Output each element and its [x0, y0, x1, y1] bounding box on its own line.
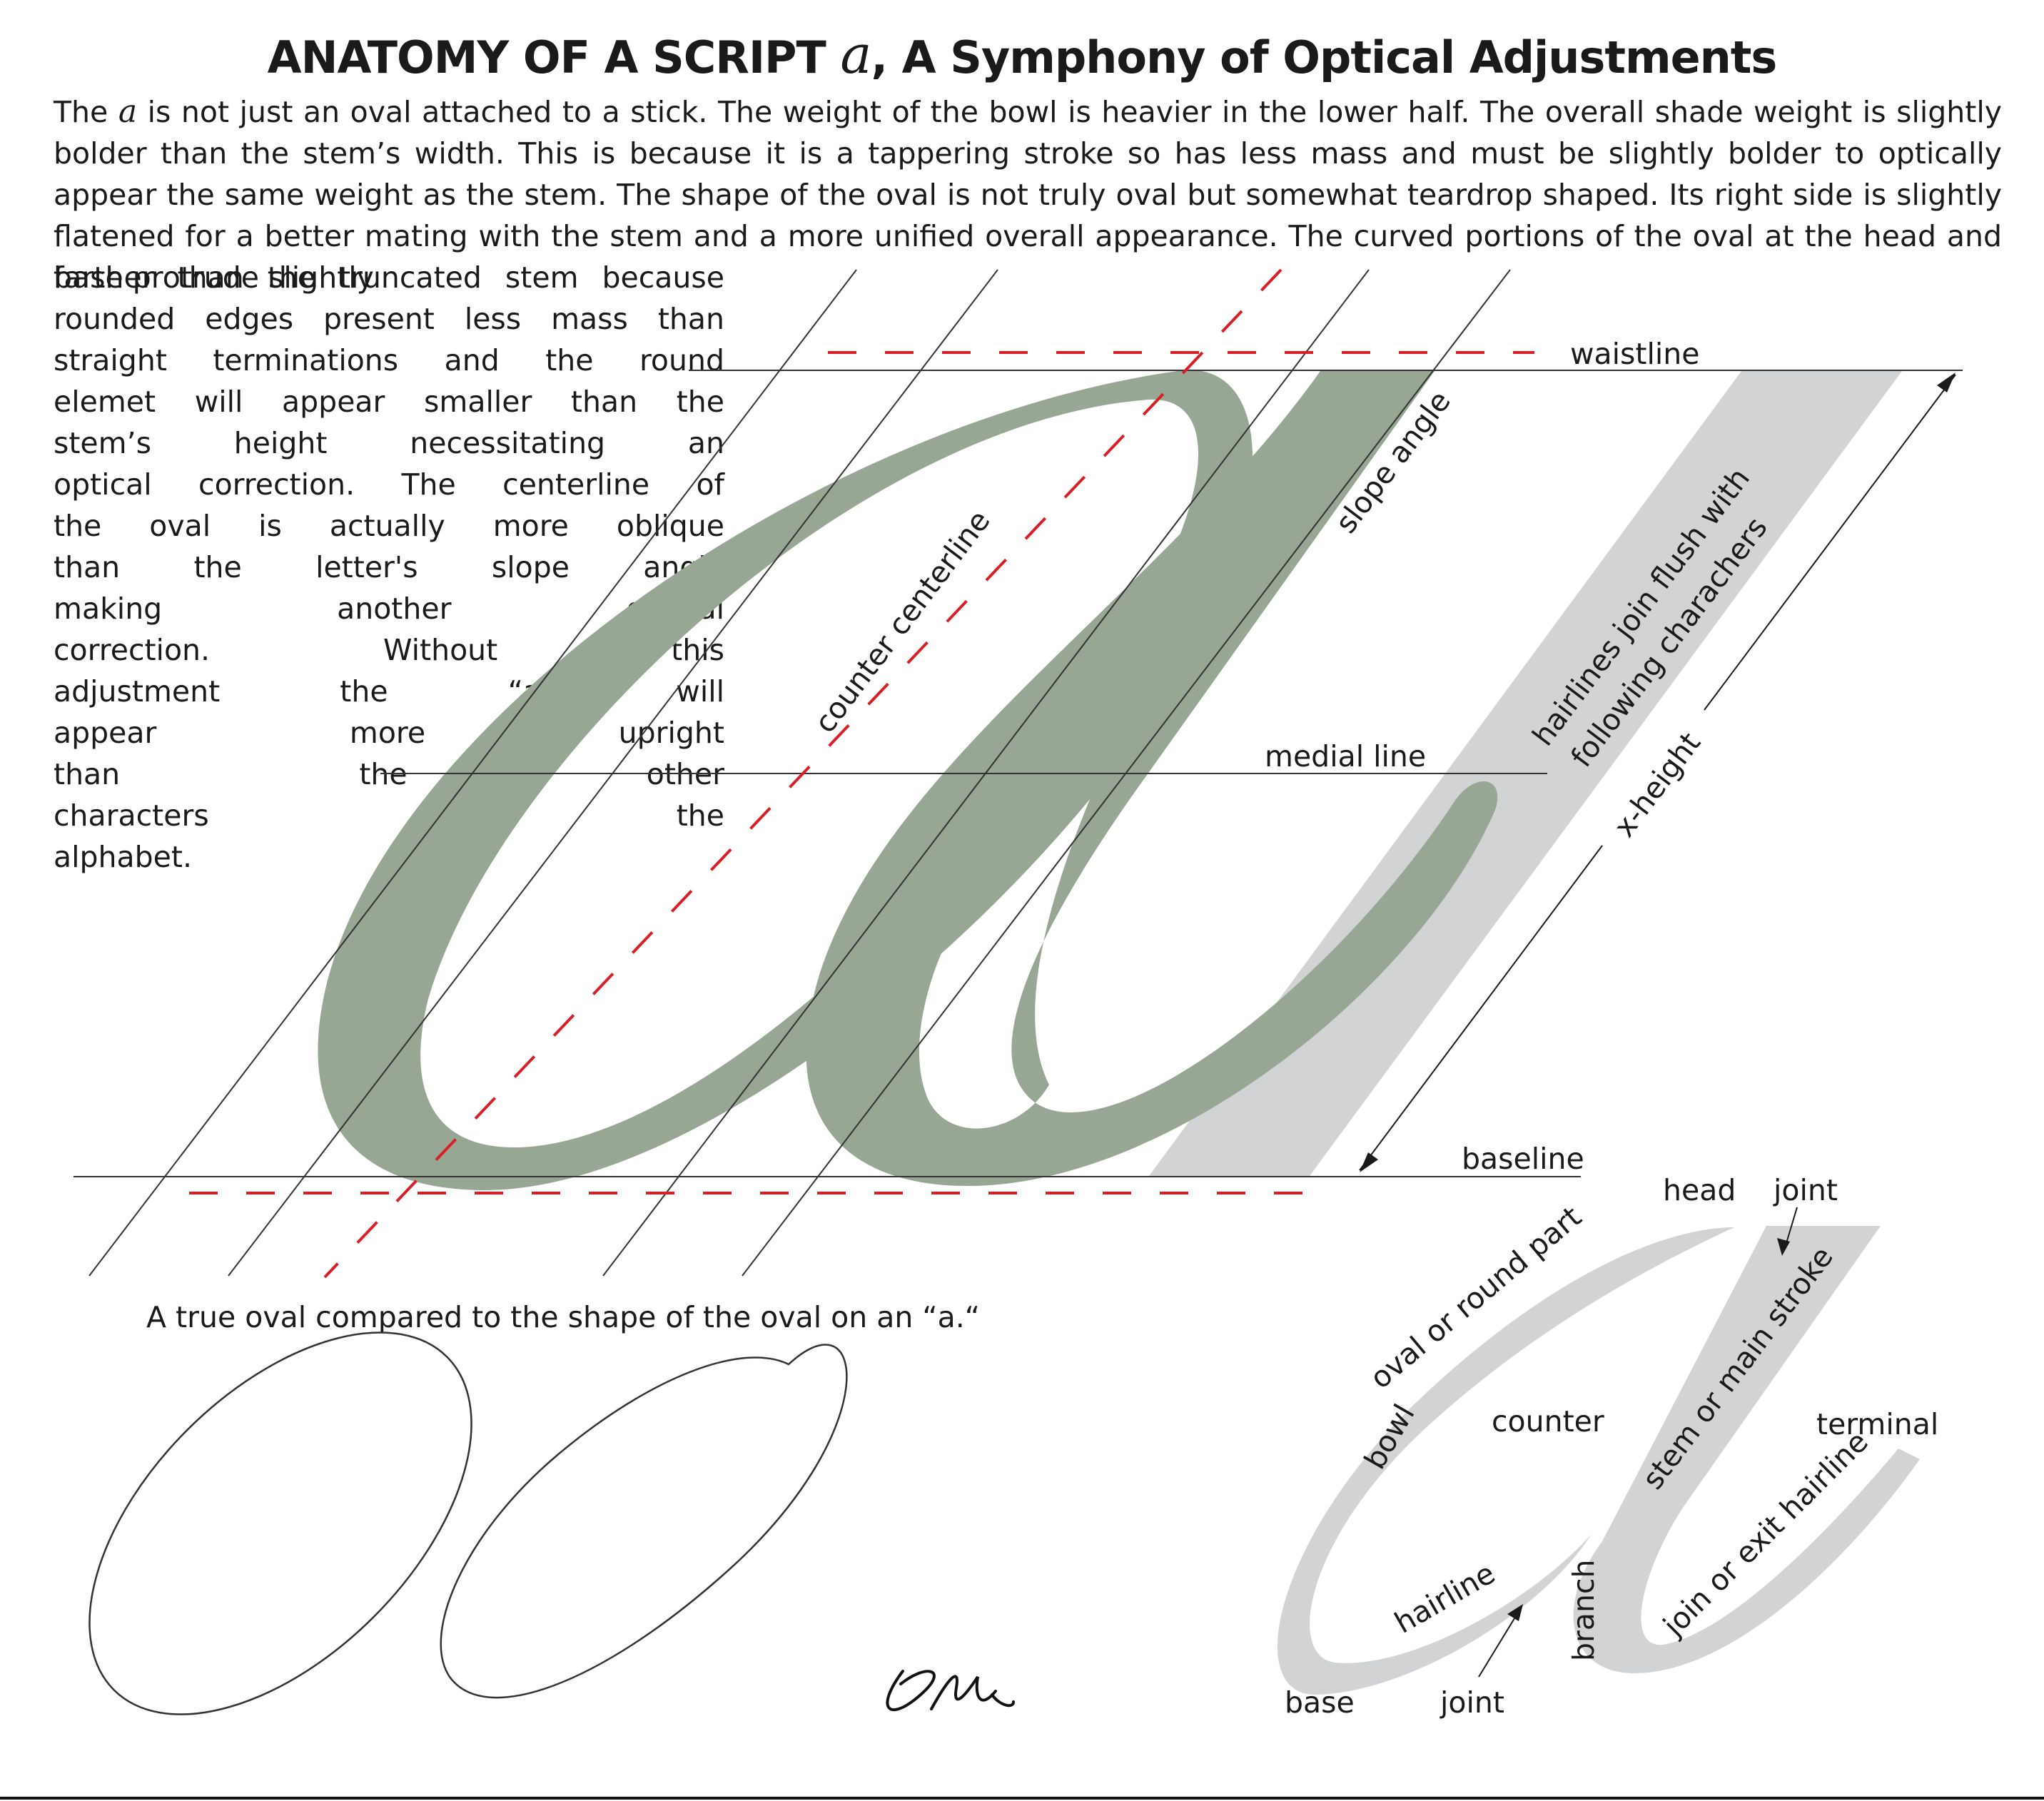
side-line: than the letter's slope angle [54, 550, 724, 584]
counter-label: counter [1492, 1404, 1604, 1439]
branch-label: branch [1567, 1559, 1601, 1661]
side-line: farther than the truncated stem because [54, 260, 724, 295]
joint-top-label: joint [1773, 1173, 1838, 1207]
optical-correction-guides [189, 268, 1534, 1279]
side-paragraph: farther than the truncated stem because … [54, 257, 724, 878]
page-title: ANATOMY OF A SCRIPT a, A Symphony of Opt… [267, 24, 1778, 86]
side-line: the oval is actually more oblique [54, 509, 724, 543]
side-line: characters of the [54, 798, 724, 833]
side-line: straight terminations and the round [54, 343, 724, 377]
waistline-label: waistline [1570, 337, 1699, 371]
side-line: appear more upright [54, 716, 724, 750]
intro-paragraph: The a is not just an oval attached to a … [54, 93, 2002, 295]
side-line: optical correction. The centerline of [54, 467, 724, 502]
counter-centerline-label: counter centerline [808, 504, 997, 739]
joint-bottom-arrow [1507, 1604, 1523, 1621]
x-height-arrow-top [1937, 372, 1956, 392]
teardrop-oval [440, 1344, 848, 1699]
baseline-label: baseline [1462, 1142, 1584, 1176]
side-line: stem’s height necessitating an [54, 426, 724, 460]
intro-script-a: a [118, 93, 138, 130]
base-label: base [1285, 1685, 1355, 1720]
side-line: alphabet. [54, 840, 193, 874]
small-a-stem [1573, 1226, 1920, 1673]
title-script-a: a [840, 24, 871, 86]
side-line: rounded edges present less mass than [54, 302, 724, 336]
stem-main-stroke-label: stem or main stroke [1636, 1240, 1840, 1496]
joint-bottom-label: joint [1440, 1685, 1504, 1720]
side-line: elemet will appear smaller than the [54, 385, 724, 419]
signature-mark [886, 1670, 1015, 1712]
small-a-bowl [1278, 1227, 1734, 1695]
oval-comparison-caption: A true oval compared to the shape of the… [146, 1300, 981, 1334]
terminal-label: terminal [1816, 1407, 1938, 1441]
x-height-dimension [1359, 374, 1956, 1171]
head-label: head [1663, 1173, 1736, 1207]
true-oval [88, 1331, 472, 1715]
big-a-stem [806, 371, 1498, 1187]
medial-line-label: medial line [1265, 739, 1426, 773]
x-height-arrow-bottom [1360, 1152, 1378, 1172]
joint-top-arrow [1777, 1238, 1790, 1256]
oval-comparison [88, 1331, 848, 1715]
